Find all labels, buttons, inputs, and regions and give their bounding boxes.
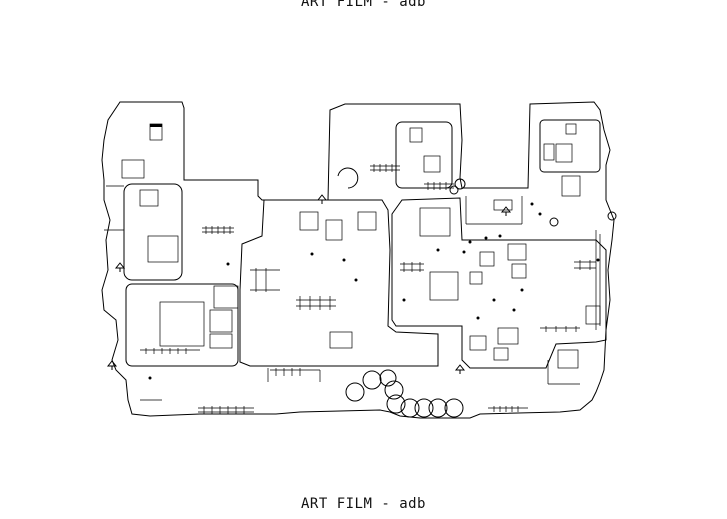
shield-left-lower bbox=[125, 283, 239, 367]
up-arrow-marker-icon bbox=[106, 194, 512, 374]
film-title-bottom: ART FILM - adb bbox=[300, 496, 426, 512]
shield-right bbox=[391, 197, 607, 369]
contact-pads bbox=[337, 167, 617, 418]
shield-top-right bbox=[539, 119, 601, 173]
via-field bbox=[148, 202, 600, 380]
circle-test-point-icon bbox=[444, 398, 464, 418]
circle-test-point-icon bbox=[386, 394, 406, 414]
circle-test-point-icon bbox=[549, 217, 559, 227]
circle-test-point-icon bbox=[384, 380, 404, 400]
circle-test-point-icon bbox=[379, 369, 397, 387]
circle-test-point-icon bbox=[362, 370, 382, 390]
circle-test-point-icon bbox=[607, 211, 617, 221]
shield-center bbox=[239, 199, 439, 367]
passive-rows bbox=[140, 164, 596, 414]
edge-connector bbox=[104, 185, 601, 401]
circle-test-point-icon bbox=[449, 185, 459, 195]
circle-test-point-icon bbox=[400, 398, 420, 418]
circle-test-point-icon bbox=[454, 178, 466, 190]
component-cluster bbox=[121, 123, 601, 369]
board-outline bbox=[101, 101, 615, 419]
film-title-top: ART FILM - adb bbox=[300, 0, 426, 10]
circle-test-point-icon bbox=[428, 398, 448, 418]
circle-test-point-icon bbox=[345, 382, 365, 402]
shield-left-upper bbox=[123, 183, 183, 281]
shield-top-center bbox=[395, 121, 453, 189]
circle-test-point-icon bbox=[414, 398, 434, 418]
